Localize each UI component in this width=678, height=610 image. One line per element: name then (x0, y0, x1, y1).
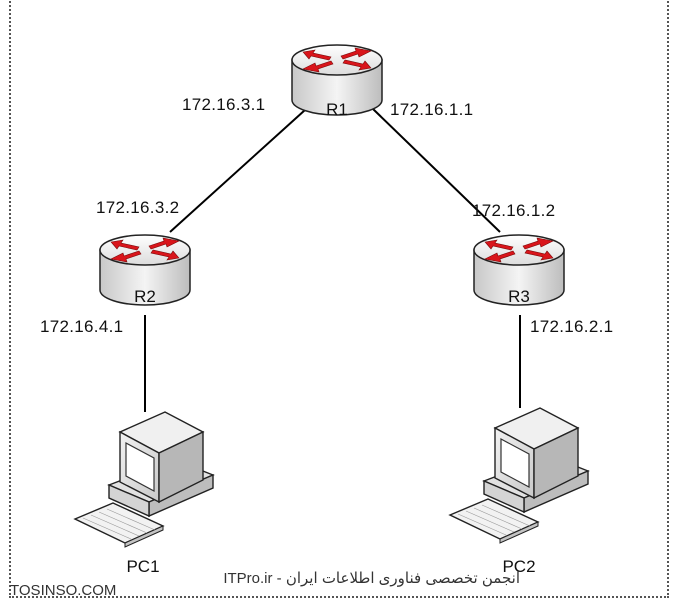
computer-icon (449, 407, 589, 544)
ip-r2-to-pc1: 172.16.4.1 (40, 317, 123, 336)
pc-pc1[interactable] (74, 411, 214, 548)
router-r2[interactable]: R2 (99, 234, 191, 306)
ip-r1-to-r2: 172.16.3.1 (182, 95, 265, 114)
link-lines (144, 107, 521, 412)
watermark-right: ITPro.ir - انجمن تخصصی فناوری اطلاعات ای… (223, 570, 520, 587)
pc-pc2[interactable] (449, 407, 589, 544)
link-r1-r2 (169, 109, 306, 233)
router-r3[interactable]: R3 (473, 234, 565, 306)
ip-r2-to-r1: 172.16.3.2 (96, 198, 179, 217)
ip-r3-to-r1: 172.16.1.2 (472, 201, 555, 220)
computer-icon (74, 411, 214, 548)
router-label-r3: R3 (508, 287, 530, 306)
diagram-frame (9, 0, 669, 598)
router-label-r2: R2 (134, 287, 156, 306)
router-r1[interactable]: R1 (291, 44, 383, 119)
ip-r3-to-pc2: 172.16.2.1 (530, 317, 613, 336)
link-r1-r3 (371, 107, 501, 233)
router-label-r1: R1 (326, 100, 348, 119)
pc-label-pc2: PC2 (502, 557, 535, 576)
watermark-left: TOSINSO.COM (10, 582, 116, 599)
pc-label-pc1: PC1 (126, 557, 159, 576)
ip-r1-to-r3: 172.16.1.1 (390, 100, 473, 119)
